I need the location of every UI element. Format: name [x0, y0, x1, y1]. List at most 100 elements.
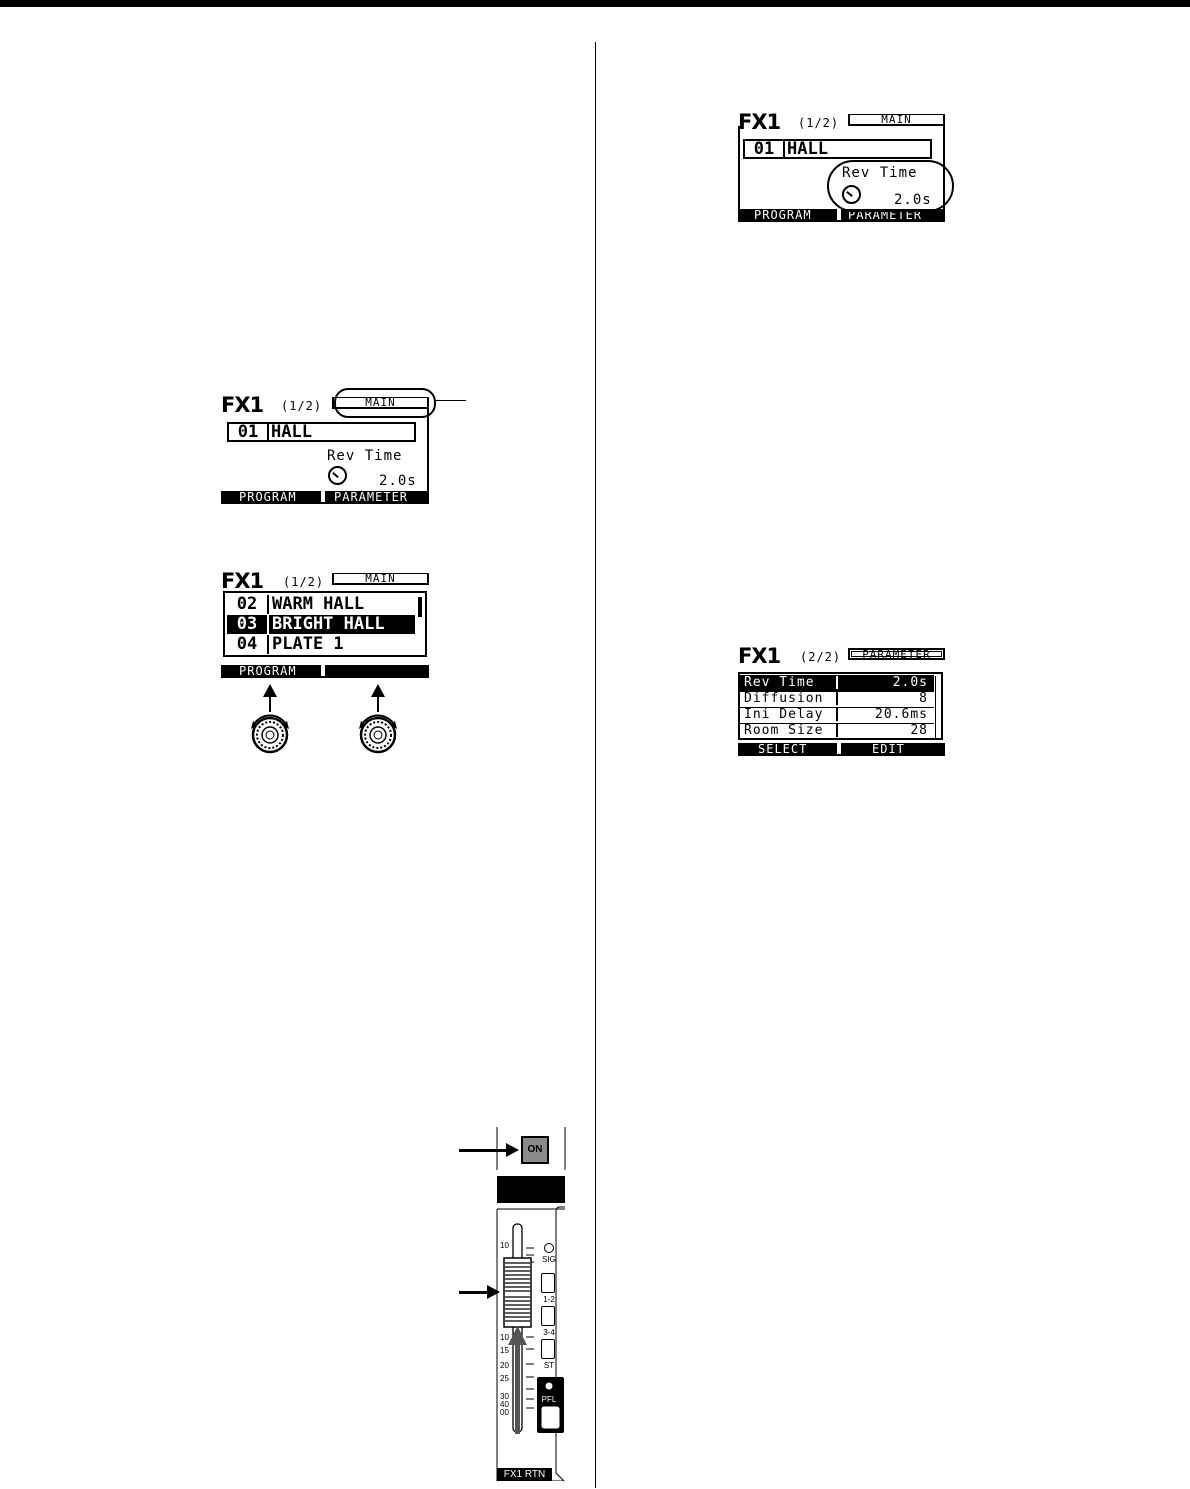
list-item-name: PLATE 1 [272, 634, 344, 654]
encoder-knob-right-icon[interactable] [357, 712, 399, 754]
bus-button-3-4[interactable] [541, 1306, 555, 1326]
arrow-up-icon [371, 684, 385, 712]
on-button[interactable]: ON [521, 1136, 549, 1164]
table-row[interactable]: Room Size 28 [740, 723, 934, 739]
callout-ring-parameter [827, 160, 954, 212]
table-row[interactable]: Ini Delay 20.6ms [740, 707, 934, 723]
softkey-divider-icon [837, 743, 841, 754]
softkey-bar: PROGRAM PARAMETER [221, 491, 429, 504]
lcd-program-list: FX1 (1/2) MAIN 02 WARM HALL 03 BRIGHT HA… [221, 569, 429, 679]
scrollbar[interactable] [418, 597, 422, 617]
program-number: 01 [745, 141, 785, 158]
arrow-right-icon [459, 1285, 500, 1299]
parameter-table[interactable]: Rev Time 2.0s Diffusion 8 Ini Delay 20.6… [738, 672, 943, 740]
channel-name-label: FX1 RTN [503, 1469, 546, 1480]
tab-main[interactable]: MAIN [332, 573, 429, 585]
top-rule [0, 0, 1190, 7]
fader-scale-label: 20 [500, 1361, 509, 1370]
pfl-label: PFL [541, 1395, 557, 1404]
list-item-separator [267, 635, 269, 654]
param-divider [836, 676, 838, 689]
param-label: Rev Time [842, 165, 918, 181]
param-value: 20.6ms [875, 707, 928, 722]
knob-icon [328, 466, 347, 485]
list-item-name: BRIGHT HALL [272, 614, 385, 634]
callout-leader-line [436, 400, 466, 401]
program-number: 01 [229, 424, 269, 441]
table-row[interactable]: Diffusion 8 [740, 691, 934, 707]
tab-main[interactable]: MAIN [848, 114, 945, 126]
row-divider [740, 707, 934, 708]
list-item-number: 02 [236, 594, 258, 614]
bus-button-1-2[interactable] [541, 1273, 555, 1293]
softkey-divider-icon [321, 665, 325, 676]
screen-frame [426, 409, 429, 491]
callout-ring-tab [334, 388, 436, 418]
param-label: Rev Time [327, 448, 403, 464]
softkey-divider-icon [321, 491, 325, 502]
param-divider [836, 692, 838, 705]
param-divider [836, 724, 838, 737]
sig-label: SIG [542, 1255, 556, 1264]
list-item-selected[interactable]: 03 BRIGHT HALL [227, 615, 415, 634]
param-value: 8 [919, 691, 928, 706]
program-name: HALL [787, 139, 828, 159]
fader-scale-label: 00 [500, 1408, 509, 1417]
list-item-number: 04 [236, 634, 258, 654]
softkey-program[interactable]: PROGRAM [239, 664, 297, 678]
scrollbar[interactable] [935, 676, 939, 738]
tab-main[interactable]: MAIN [332, 397, 429, 409]
fx-label: FX1 [221, 393, 264, 417]
param-value: 28 [910, 723, 928, 738]
softkey-parameter[interactable]: PARAMETER [334, 490, 409, 504]
encoder-knob-left-icon[interactable] [249, 712, 291, 754]
program-field[interactable]: 01 HALL [743, 139, 932, 159]
list-item-separator [267, 615, 269, 634]
param-name: Room Size [744, 723, 824, 738]
softkey-bar: PROGRAM [221, 665, 429, 678]
param-name: Rev Time [744, 675, 815, 690]
fx-label: FX1 [738, 110, 781, 134]
table-row-selected[interactable]: Rev Time 2.0s [740, 675, 934, 691]
param-value: 2.0s [894, 192, 932, 208]
bus-button-st[interactable] [541, 1339, 555, 1359]
page-indicator: (1/2) [283, 575, 325, 589]
page-indicator: (1/2) [281, 399, 323, 413]
list-item[interactable]: 04 PLATE 1 [227, 635, 415, 654]
arrow-up-icon [263, 684, 277, 712]
fader-scale-label: 15 [500, 1346, 509, 1355]
softkey-program[interactable]: PROGRAM [239, 490, 297, 504]
param-divider [836, 708, 838, 721]
page-indicator: (2/2) [800, 650, 842, 664]
page-indicator: (1/2) [798, 116, 840, 130]
fx-label: FX1 [221, 569, 264, 593]
channel-strip [496, 1127, 566, 1481]
param-value: 2.0s [892, 675, 928, 690]
softkey-edit[interactable]: EDIT [872, 742, 905, 756]
softkey-program[interactable]: PROGRAM [754, 208, 812, 222]
softkey-divider-icon [837, 209, 841, 220]
softkey-select[interactable]: SELECT [758, 742, 808, 756]
fx-label: FX1 [738, 644, 781, 668]
column-divider [595, 42, 596, 1488]
row-divider [740, 691, 934, 692]
tab-parameter[interactable]: PARAMETER [848, 648, 945, 660]
arrow-right-icon [459, 1143, 519, 1157]
pfl-button[interactable] [541, 1406, 560, 1429]
param-name: Ini Delay [744, 707, 824, 722]
row-divider [740, 723, 934, 724]
list-item-number: 03 [236, 614, 258, 634]
param-name: Diffusion [744, 691, 824, 706]
param-value: 2.0s [379, 473, 417, 489]
fader-scale-label: 30 [500, 1392, 509, 1401]
list-item-name: WARM HALL [272, 594, 365, 614]
bus-label-3-4: 3-4 [543, 1328, 555, 1337]
list-item-separator [267, 595, 269, 614]
lcd-main-screen-left: FX1 (1/2) MAIN 01 HALL Rev Time 2.0s PRO… [221, 393, 429, 504]
fader-scale-label: 10 [500, 1333, 509, 1342]
program-field[interactable]: 01 HALL [227, 422, 416, 442]
fader-scale-label: 40 [500, 1400, 509, 1409]
list-item[interactable]: 02 WARM HALL [227, 595, 415, 614]
program-list[interactable]: 02 WARM HALL 03 BRIGHT HALL 04 PLATE 1 [223, 591, 427, 657]
fader-scale-label: 25 [500, 1374, 509, 1383]
